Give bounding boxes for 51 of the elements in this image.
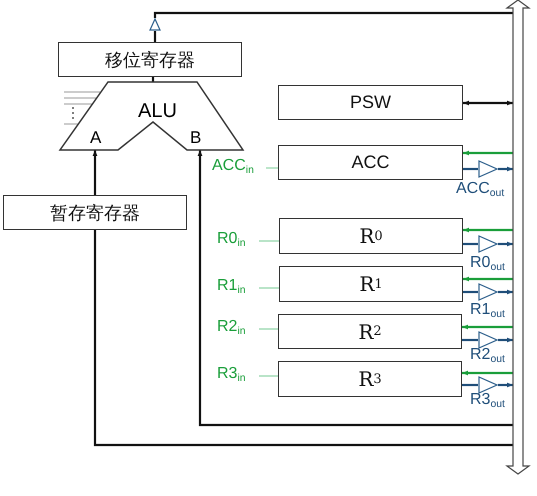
arrow [498,382,513,388]
control-signal-label: R3$_{out}$ [470,391,505,410]
connector-line [94,230,513,446]
arrow [498,338,513,342]
register-box: ACC [278,145,463,180]
control-signal-label: R3$_{in}$ [217,365,257,387]
buffer-triangle [149,18,161,31]
control-signal-label: R1$_{out}$ [470,301,505,320]
input-port-label: B [190,128,202,148]
connector-line [154,12,513,18]
arrow [462,370,513,376]
register-box: 暂存寄存器 [3,195,187,230]
arrow [498,166,513,172]
connector-line [463,290,478,294]
arrow [198,150,513,426]
connector-line [154,31,156,42]
arrow [462,324,513,330]
connector-line [463,242,478,246]
buffer-triangle [478,331,498,349]
arrow [498,242,513,246]
arrow [463,100,513,106]
arrow [92,150,98,195]
bus-arrow [507,0,529,474]
arrow [463,150,513,156]
control-signal-label: R0$_{in}$ [217,230,257,252]
connector-line [462,384,478,386]
input-port-label: A [90,128,102,148]
connector-line [462,338,478,342]
control-signal-label: ACC$_{out}$ [456,180,504,200]
leader-line [266,167,278,169]
buffer-triangle [478,160,498,178]
buffer-triangle [478,283,498,301]
arrow [463,228,513,232]
alu-label: ALU [138,100,177,123]
leader-line [259,240,279,242]
control-signal-label: R2$_{in}$ [217,318,257,340]
leader-line [259,328,278,330]
control-signal-label: R2$_{out}$ [470,346,505,366]
register-box: PSW [278,85,463,120]
register-box: 移位寄存器 [58,42,242,77]
buffer-triangle [478,376,498,394]
control-signal-label: R0$_{out}$ [470,254,505,274]
connector-line [463,168,478,170]
leader-line [259,287,279,289]
alu-trapezoid [60,82,243,150]
leader-line [259,375,278,377]
buffer-triangle [478,235,498,253]
control-signal-label: ACC$_{in}$ [212,157,264,179]
arrow [463,276,513,282]
control-signal-label: R1$_{in}$ [217,277,257,299]
arrow [498,290,513,294]
